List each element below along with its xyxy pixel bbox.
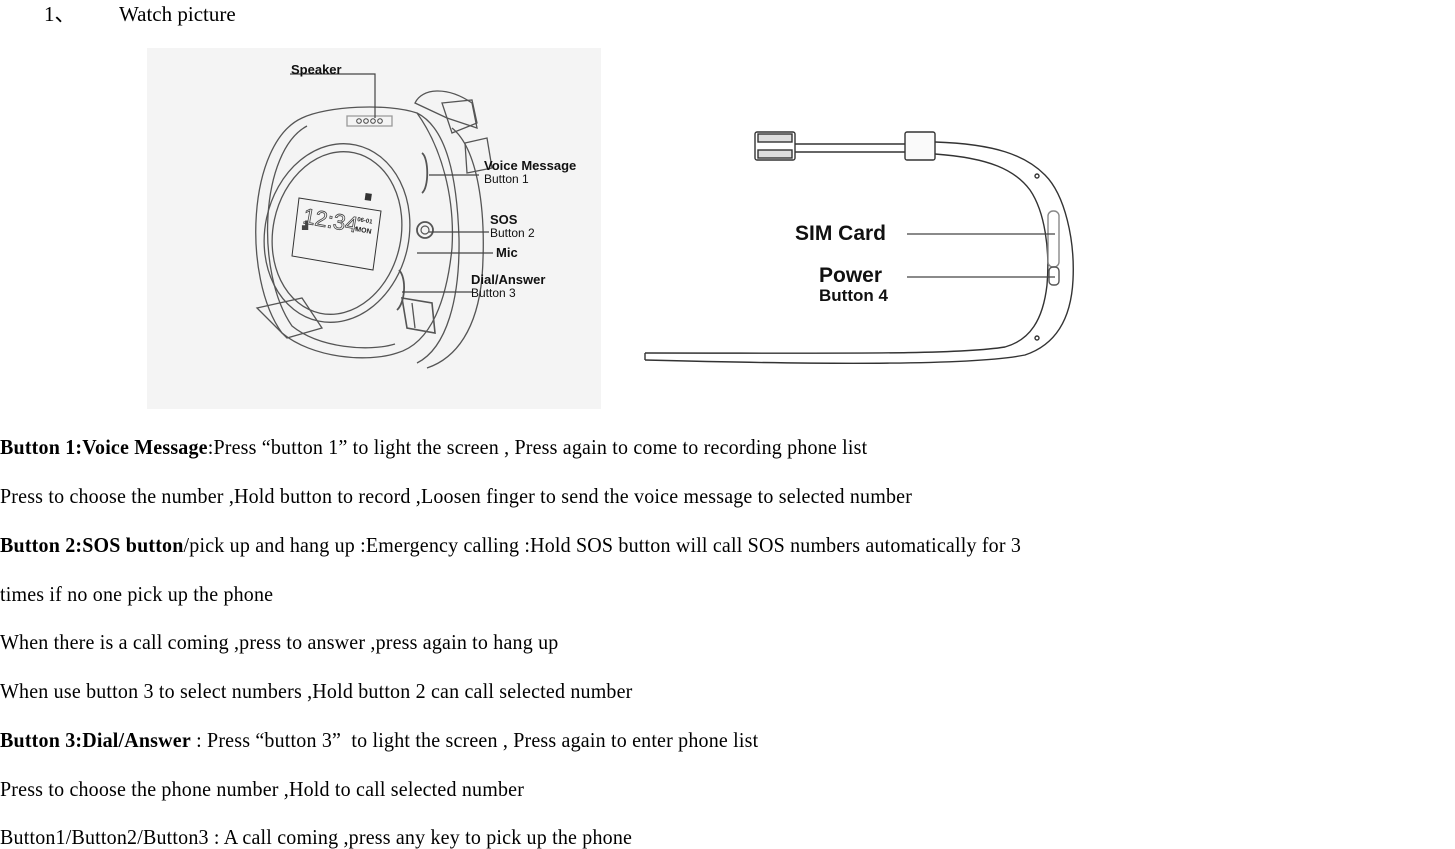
signal-icon: ▟: [301, 220, 309, 230]
line-text: When there is a call coming ,press to an…: [0, 630, 559, 654]
instruction-line-5: When there is a call coming ,press to an…: [0, 630, 559, 654]
instruction-line-4: times if no one pick up the phone: [0, 582, 274, 606]
section-number: 1、: [44, 2, 76, 26]
callout-mic: Mic: [496, 245, 518, 260]
button3-title: Button 3:Dial/Answer: [0, 728, 191, 752]
callout-power-label: Power: [819, 264, 883, 287]
instruction-line-6: When use button 3 to select numbers ,Hol…: [0, 679, 633, 703]
watch-side-figure: SIM Card Power Button 4: [635, 120, 1085, 380]
line-text: Press to choose the phone number ,Hold t…: [0, 777, 525, 801]
callout-button2-label: Button 2: [490, 226, 535, 240]
instruction-line-8: Press to choose the phone number ,Hold t…: [0, 777, 525, 801]
watch-illustration: ▟ ▆ 12:34 06-01 MON: [255, 73, 493, 369]
callout-power: Power Button 4: [819, 265, 888, 304]
instruction-line-9: Button1/Button2/Button3 : A call coming …: [0, 825, 633, 849]
screen-day: MON: [355, 226, 372, 236]
instruction-line-2: Press to choose the number ,Hold button …: [0, 484, 913, 508]
callout-voice-message-label: Voice Message: [484, 158, 577, 173]
line-text: Button1/Button2/Button3 : A call coming …: [0, 825, 633, 849]
line-text: times if no one pick up the phone: [0, 582, 274, 606]
screen-time: 12:34: [301, 203, 360, 237]
callout-button3-label: Button 3: [471, 286, 516, 300]
line-text: When use button 3 to select numbers ,Hol…: [0, 679, 633, 703]
strap-illustration: [644, 131, 1074, 364]
watch-front-figure: ▟ ▆ 12:34 06-01 MON Speaker Voice Messag…: [147, 48, 601, 409]
callout-sos: SOS Button 2: [490, 213, 535, 239]
instruction-line-3: Button 2:SOS button/pick up and hang up …: [0, 533, 1022, 557]
callout-speaker: Speaker: [291, 62, 342, 77]
callout-voice-message: Voice Message Button 1: [484, 159, 576, 185]
callout-button1-label: Button 1: [484, 172, 529, 186]
battery-icon: ▆: [364, 191, 373, 201]
callout-sos-label: SOS: [490, 212, 518, 227]
line-text: Press to choose the number ,Hold button …: [0, 484, 913, 508]
line-text: :Press “button 1” to light the screen , …: [207, 435, 868, 459]
callout-sim-card: SIM Card: [795, 222, 887, 245]
instruction-line-7: Button 3:Dial/Answer : Press “button 3” …: [0, 728, 759, 752]
section-title: Watch picture: [119, 2, 236, 26]
instruction-line-1: Button 1:Voice Message:Press “button 1” …: [0, 435, 868, 459]
line-text: : Press “button 3” to light the screen ,…: [190, 728, 759, 752]
callout-dial-answer: Dial/Answer Button 3: [471, 273, 545, 299]
screen-date: 06-01: [357, 217, 374, 226]
section-heading: 1、 Watch picture: [44, 0, 236, 28]
button1-title: Button 1:Voice Message: [0, 435, 208, 459]
button2-title: Button 2:SOS button: [0, 533, 184, 557]
line-text: /pick up and hang up :Emergency calling …: [183, 533, 1022, 557]
callout-button4-label: Button 4: [819, 286, 888, 305]
callout-dial-answer-label: Dial/Answer: [471, 272, 546, 287]
